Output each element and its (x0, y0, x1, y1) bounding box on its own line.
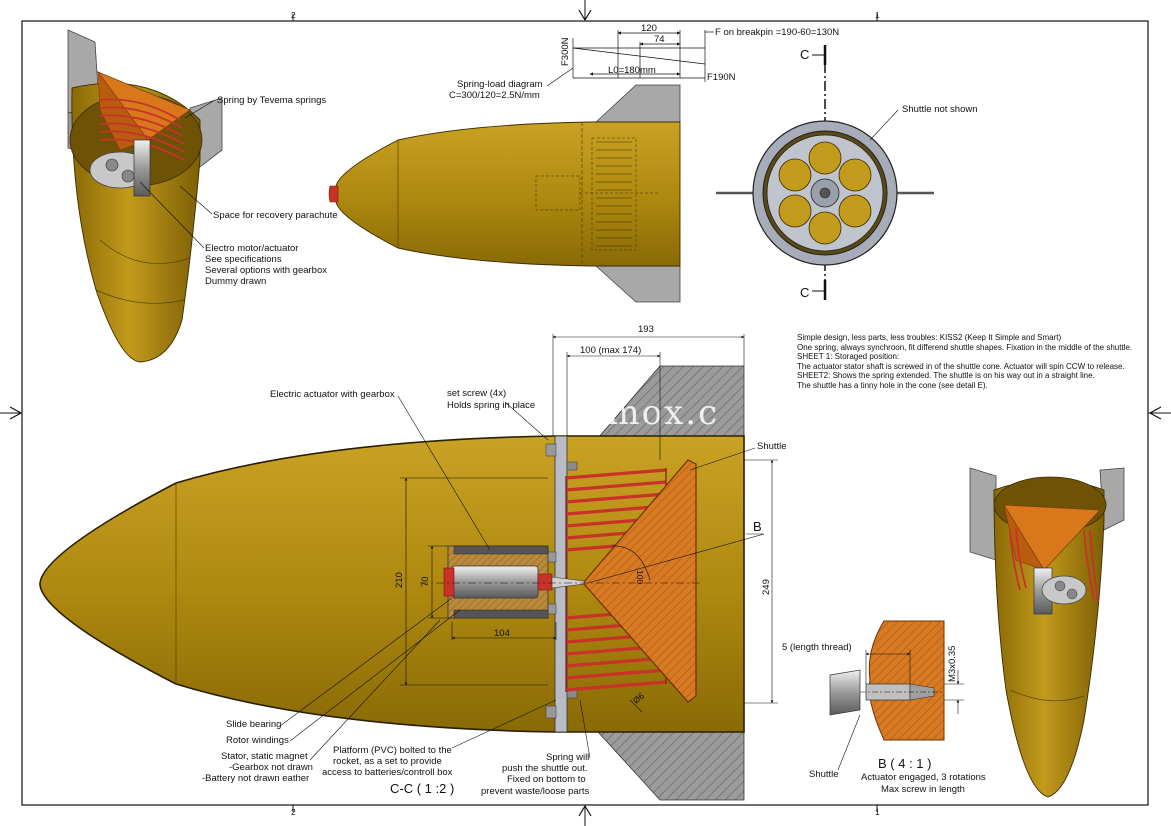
dim-74: 74 (654, 34, 665, 45)
zone-label-top-left: 2 (291, 10, 296, 20)
label-dummy-drawn: Dummy drawn (205, 276, 266, 287)
spring-constant: C=300/120=2.5N/mm (449, 90, 540, 101)
fin-section-lower (597, 731, 745, 801)
rocket-body-side (335, 121, 681, 267)
note-line: The shuttle has a tinny hole in the cone… (797, 380, 988, 390)
zone-label-top-right: 1 (875, 10, 880, 20)
detail-shuttle-cone (868, 620, 945, 741)
rocket-iso-view-bottom-right (969, 467, 1125, 798)
design-notes: Simple design, less parts, less troubles… (797, 333, 1157, 391)
label-battery-not-drawn: -Battery not drawn eather (202, 773, 309, 784)
dim-70: 70 (420, 576, 431, 587)
actuator-shaft (551, 576, 585, 589)
label-breakpin: F on breakpin =190-60=130N (715, 27, 839, 38)
dim-249: 249 (761, 579, 772, 595)
label-platform-1: Platform (PVC) bolted to the (333, 745, 452, 756)
zone-label-bottom-left: 2 (291, 807, 296, 817)
fin-br-left (969, 467, 997, 561)
dim-100-max-174: 100 (max 174) (580, 345, 641, 356)
label-thread-length: 5 (length thread) (782, 642, 852, 653)
fin-lower (594, 265, 681, 303)
section-title: C-C ( 1 :2 ) (390, 781, 454, 796)
label-spring-tevema: Spring by Tevema springs (217, 95, 326, 106)
section-marker-top: C (800, 47, 809, 62)
fin-upper (594, 84, 681, 123)
label-rotor-windings: Rotor windings (226, 735, 289, 746)
section-leaders (279, 395, 756, 761)
label-f190: F190N (707, 72, 736, 83)
label-prevent-waste: prevent waste/loose parts (481, 786, 590, 797)
label-electro-motor: Electro motor/actuator (205, 243, 298, 254)
label-platform-3: access to batteries/controll box (322, 767, 453, 778)
section-dimensions (400, 334, 778, 713)
motor-iso (133, 139, 151, 197)
section-marker-bottom: C (800, 285, 809, 300)
rocket-body-section (39, 435, 745, 733)
note-line: One spring, always synchroon, fit differ… (797, 342, 1133, 352)
note-line: The actuator stator shaft is screwed in … (797, 361, 1125, 371)
label-spring-will: Spring will (546, 752, 589, 763)
battery-cells (778, 141, 872, 245)
label-space-parachute: Space for recovery parachute (213, 210, 338, 221)
axis-f300: F300N (560, 37, 571, 66)
label-shuttle-detail: Shuttle (809, 769, 839, 780)
label-max-screw: Max screw in length (881, 784, 965, 795)
detail-view-b (829, 620, 964, 771)
dim-100-radius: 100 (635, 570, 645, 584)
label-holds-spring: Holds spring in place (447, 400, 535, 411)
watermark: 3dmox.c (560, 393, 719, 433)
detail-title: B ( 4 : 1 ) (878, 756, 931, 771)
label-platform-2: rocket, as a set to provide (333, 756, 442, 767)
label-gearbox-options: Several options with gearbox (205, 265, 327, 276)
label-electric-actuator: Electric actuator with gearbox (270, 389, 395, 400)
actuator-motor (451, 565, 539, 599)
dim-104: 104 (494, 628, 510, 639)
label-m3: M3x0.35 (947, 646, 958, 682)
section-view-cc (39, 365, 745, 801)
hidden-spring-lines (535, 137, 660, 251)
label-shuttle-section: Shuttle (757, 441, 787, 452)
label-slide-bearing: Slide bearing (226, 719, 281, 730)
label-see-specs: See specifications (205, 254, 282, 265)
detail-shaft-tip (829, 669, 861, 716)
label-shuttle-not-shown: Shuttle not shown (902, 104, 978, 115)
zone-label-bottom-right: 1 (875, 807, 880, 817)
note-line: SHEET 1: Storaged position: (797, 352, 900, 362)
dim-193: 193 (638, 324, 654, 335)
label-actuator-engaged: Actuator engaged, 3 rotations (861, 772, 986, 783)
end-view (716, 45, 934, 300)
label-stator: Stator, static magnet (221, 751, 308, 762)
spring-load-diagram (546, 30, 714, 87)
spring-diagram-title: Spring-load diagram (457, 79, 543, 90)
label-gearbox-not-drawn: -Gearbox not drawn (229, 762, 313, 773)
label-fixed-bottom: Fixed on bottom to (507, 774, 586, 785)
note-line: Simple design, less parts, less troubles… (797, 333, 1062, 342)
dim-120: 120 (641, 23, 657, 34)
detail-marker-b: B (753, 519, 762, 534)
rocket-iso-view-top-left (67, 29, 223, 363)
dim-l0: L0=180mm (608, 65, 656, 76)
dim-210: 210 (394, 572, 405, 588)
label-push-shuttle: push the shuttle out. (502, 763, 588, 774)
top-left-leaders (139, 99, 216, 249)
rocket-side-view-top (328, 84, 681, 303)
note-line: SHEET2: Shows the spring extended. The s… (797, 371, 1095, 381)
label-set-screw: set screw (4x) (447, 388, 506, 399)
